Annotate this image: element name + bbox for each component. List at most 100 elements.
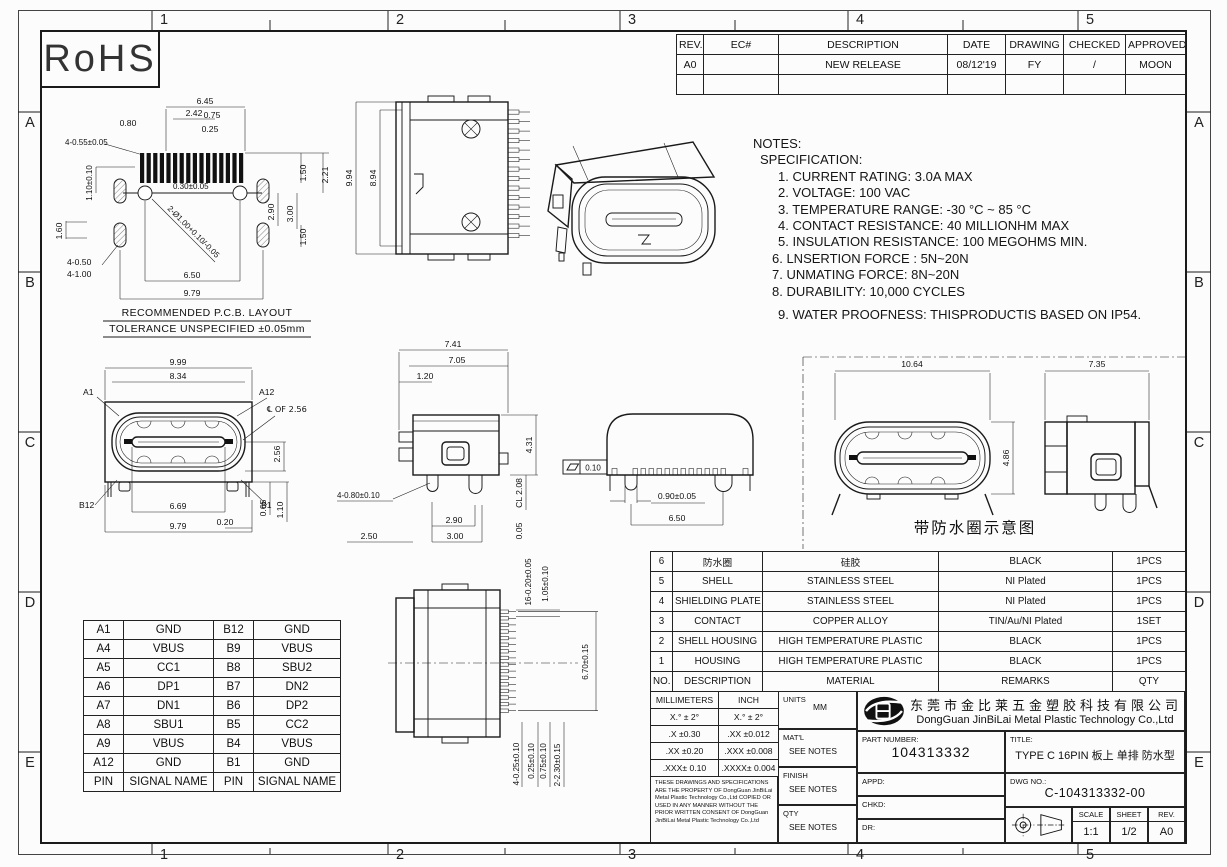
zone-label: 1 bbox=[159, 847, 169, 863]
table-cell: DRAWING bbox=[1005, 34, 1064, 55]
svg-text:1.10±0.10: 1.10±0.10 bbox=[85, 165, 94, 201]
units-value: MM bbox=[813, 702, 827, 712]
sheet-inner-border bbox=[40, 30, 1187, 844]
svg-text:1.60: 1.60 bbox=[55, 222, 64, 239]
zone-label: D bbox=[1193, 595, 1205, 611]
zone-label: 5 bbox=[1085, 12, 1095, 28]
company-name-cn: 东莞市金比莱五金塑胶科技有限公司 bbox=[910, 698, 1183, 713]
table-cell: .X ±0.30 bbox=[650, 725, 719, 743]
table-cell: GND bbox=[123, 620, 214, 640]
table-cell: A1 bbox=[83, 620, 124, 640]
notes-title: NOTES: bbox=[753, 136, 802, 151]
view-pcb-layout: 6.45 2.42 0.80 0.75 0.25 4-0.55±0.05 1.5… bbox=[55, 95, 360, 340]
svg-text:6.69: 6.69 bbox=[170, 501, 187, 511]
svg-text:0.20: 0.20 bbox=[217, 517, 234, 527]
zone-label: E bbox=[1194, 755, 1204, 771]
zone-label: 3 bbox=[627, 12, 637, 28]
svg-text:2-Ø1.00+0.10/-0.05: 2-Ø1.00+0.10/-0.05 bbox=[166, 204, 222, 260]
svg-text:1.20: 1.20 bbox=[417, 371, 434, 381]
note-item: 7. UNMATING FORCE: 8N~20N bbox=[772, 267, 960, 283]
zone-label: 3 bbox=[627, 847, 637, 863]
svg-text:4.31: 4.31 bbox=[524, 436, 534, 453]
table-cell: DESCRIPTION bbox=[778, 34, 948, 55]
table-cell: GND bbox=[253, 620, 341, 640]
svg-text:6.70±0.15: 6.70±0.15 bbox=[581, 644, 590, 680]
units-cell: UNITS MM bbox=[778, 691, 857, 729]
svg-text:6.45: 6.45 bbox=[197, 96, 214, 106]
note-item: 3. TEMPERATURE RANGE: -30 °C ~ 85 °C bbox=[778, 201, 1032, 217]
table-cell: SIGNAL NAME bbox=[253, 772, 341, 792]
table-cell: B4 bbox=[213, 734, 254, 754]
table-cell: B7 bbox=[213, 677, 254, 697]
qty-value: SEE NOTES bbox=[789, 822, 837, 832]
note-item: 1. CURRENT RATING: 3.0A MAX bbox=[778, 168, 973, 184]
zone-label: 4 bbox=[855, 12, 865, 28]
dwg-no-cell: DWG NO.: C-104313332-00 bbox=[1005, 773, 1185, 807]
finish-value: SEE NOTES bbox=[789, 784, 837, 794]
table-cell: A6 bbox=[83, 677, 124, 697]
table-cell: REMARKS bbox=[938, 671, 1113, 692]
svg-text:℄ OF 2.56: ℄ OF 2.56 bbox=[266, 404, 307, 414]
dwg-no-label: DWG NO.: bbox=[1010, 777, 1047, 786]
svg-text:2.90: 2.90 bbox=[446, 515, 463, 525]
table-cell: 1PCS bbox=[1112, 651, 1186, 672]
svg-text:0.65: 0.65 bbox=[258, 499, 268, 516]
svg-text:4-0.80±0.10: 4-0.80±0.10 bbox=[337, 491, 380, 500]
zone-label: 2 bbox=[395, 847, 405, 863]
svg-text:A12: A12 bbox=[259, 387, 275, 397]
sheet-value: 1/2 bbox=[1121, 826, 1137, 838]
svg-text:9.94: 9.94 bbox=[344, 169, 354, 186]
waterproof-drawing: 10.64 4.86 7.35 带防水圈示意图 bbox=[802, 356, 1187, 549]
svg-text:1.05±0.10: 1.05±0.10 bbox=[541, 566, 550, 602]
table-cell: SHELL bbox=[672, 571, 763, 592]
view-front: 9.99 8.34 A1 A12 ℄ OF 2.56 2.56 B12 B1 6… bbox=[75, 350, 385, 560]
svg-text:10.64: 10.64 bbox=[901, 359, 923, 369]
table-cell bbox=[778, 74, 948, 95]
rohs-badge: RoHS bbox=[40, 30, 160, 88]
scale-label: SCALE bbox=[1073, 808, 1109, 822]
table-cell: / bbox=[1063, 54, 1126, 75]
part-number-value: 104313332 bbox=[891, 744, 971, 760]
table-cell: DP1 bbox=[123, 677, 214, 697]
view-rear: 0.10 0.90±0.05 6.50 bbox=[555, 390, 775, 550]
table-cell: A0 bbox=[676, 54, 704, 75]
table-cell: X.° ± 2° bbox=[650, 708, 719, 726]
note-item: 6. LNSERTION FORCE : 5N~20N bbox=[772, 250, 969, 266]
table-cell: CC2 bbox=[253, 715, 341, 735]
table-cell: B6 bbox=[213, 696, 254, 716]
table-cell: A7 bbox=[83, 696, 124, 716]
rev-label: REV. bbox=[1149, 808, 1184, 822]
table-cell: 6 bbox=[650, 551, 673, 572]
table-row: .XXX± 0.10.XXXX± 0.004 bbox=[650, 759, 779, 777]
table-cell: B9 bbox=[213, 639, 254, 659]
table-cell: .XX ±0.012 bbox=[718, 725, 779, 743]
table-cell: A4 bbox=[83, 639, 124, 659]
table-cell: SHIELDING PLATE bbox=[672, 591, 763, 612]
table-cell: MILLIMETERS bbox=[650, 691, 719, 709]
table-cell: FY bbox=[1005, 54, 1064, 75]
dr-label: DR: bbox=[862, 823, 876, 832]
table-cell: HOUSING bbox=[672, 651, 763, 672]
table-cell: GND bbox=[123, 753, 214, 773]
dwg-no-value: C-104313332-00 bbox=[1044, 786, 1146, 800]
table-cell: 防水圈 bbox=[672, 551, 763, 572]
table-cell: COPPER ALLOY bbox=[762, 611, 939, 632]
sheet-cell: SHEET 1/2 bbox=[1110, 807, 1148, 843]
table-cell bbox=[676, 74, 704, 95]
svg-text:7.41: 7.41 bbox=[445, 339, 462, 349]
svg-text:1.50: 1.50 bbox=[298, 228, 308, 245]
table-cell: DESCRIPTION bbox=[672, 671, 763, 692]
company-logo bbox=[864, 696, 904, 726]
svg-text:B1: B1 bbox=[261, 500, 272, 510]
zone-label: B bbox=[1194, 275, 1204, 291]
zone-label: 2 bbox=[395, 12, 405, 28]
units-label: UNITS bbox=[783, 695, 806, 704]
table-cell: 5 bbox=[650, 571, 673, 592]
